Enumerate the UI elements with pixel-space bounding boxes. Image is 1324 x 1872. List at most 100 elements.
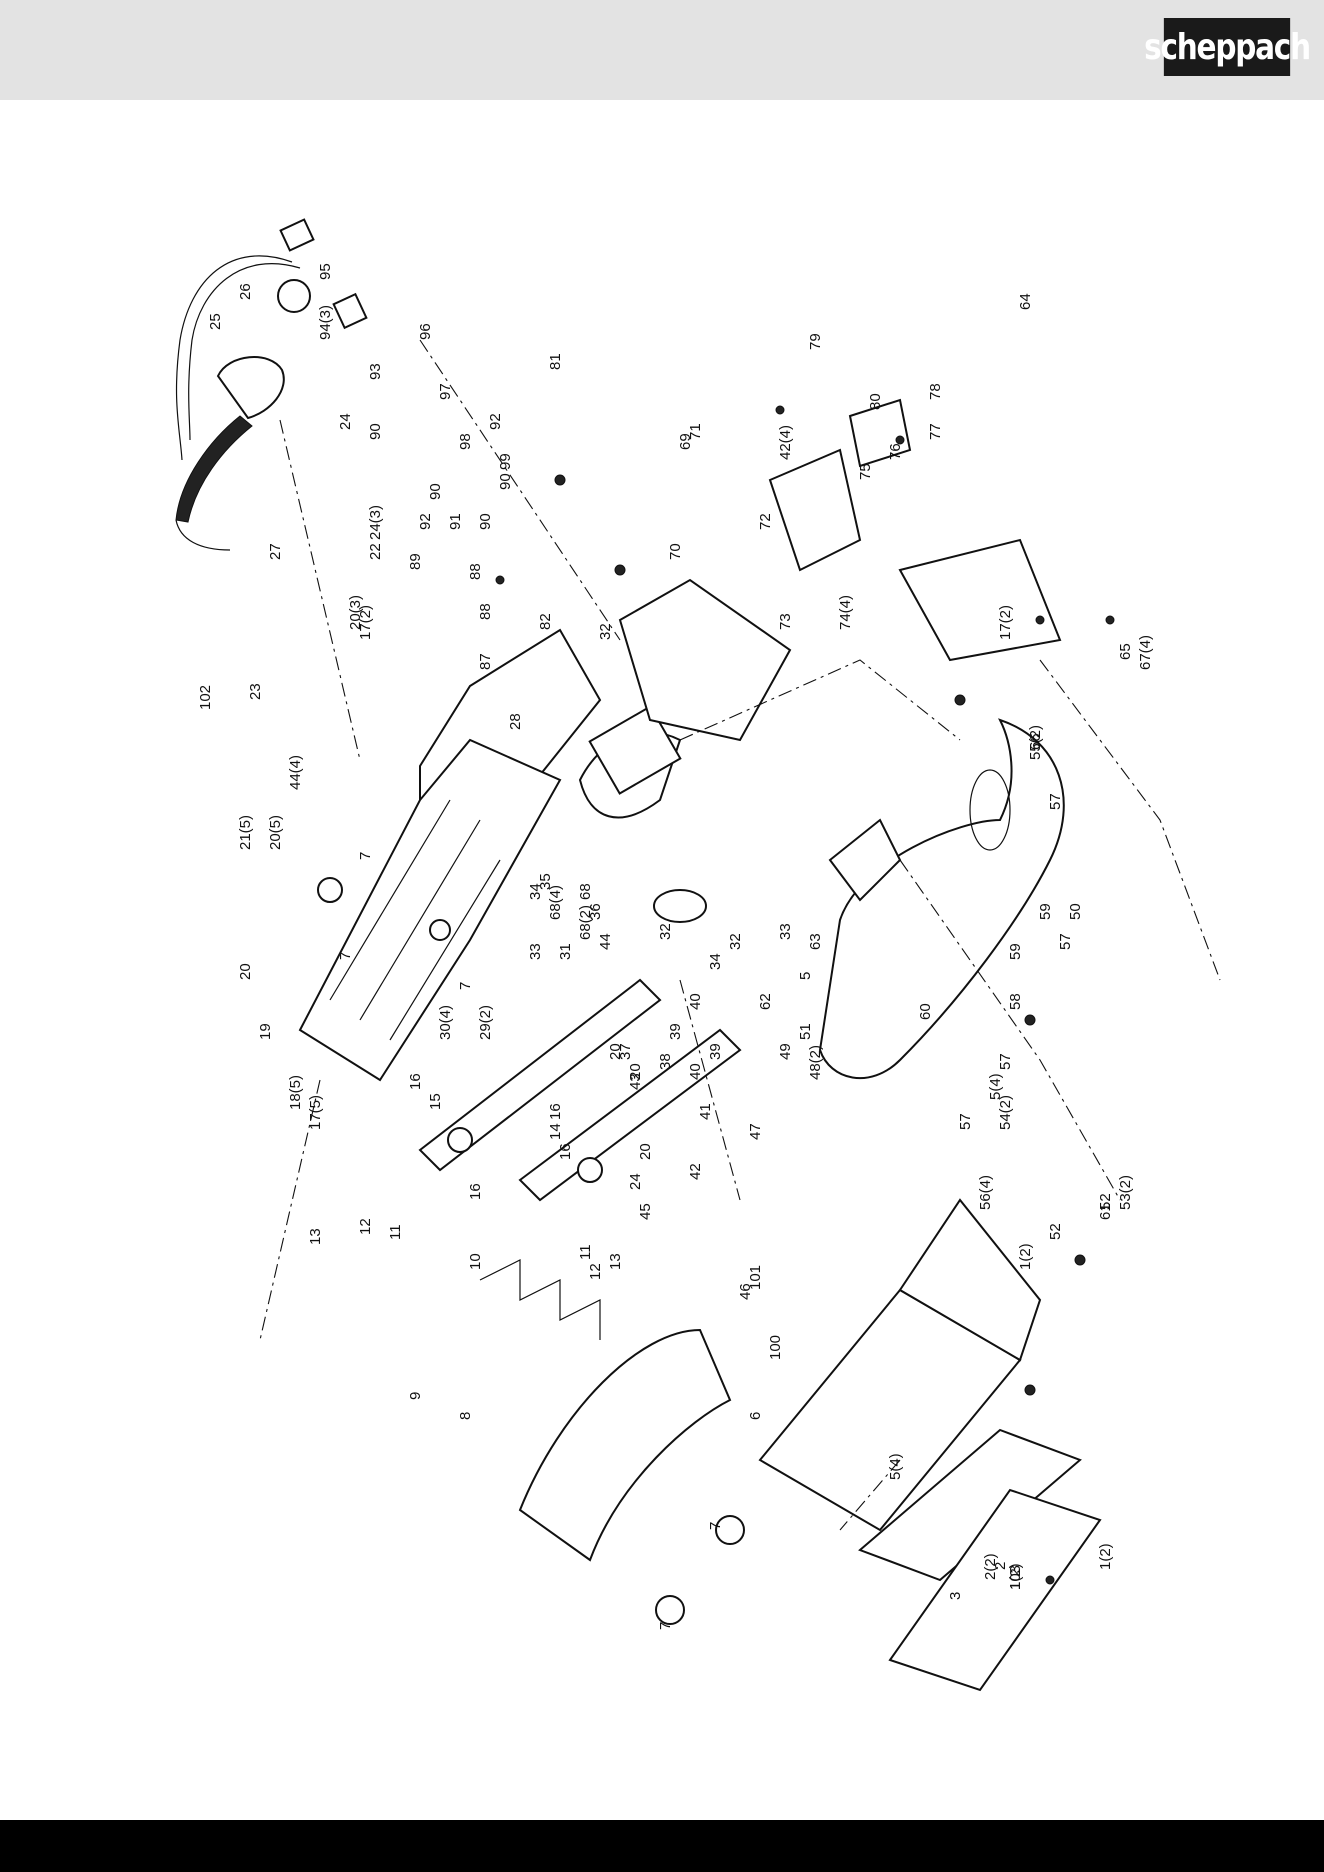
part-callout: 88 xyxy=(467,563,484,580)
part-callout: 52 xyxy=(1047,1223,1064,1240)
part-callout: 9 xyxy=(407,1392,424,1400)
header-bar: scheppach xyxy=(0,0,1324,100)
corrugated-hose xyxy=(175,415,253,523)
vacuum-hose xyxy=(175,255,293,461)
part-callout: 91 xyxy=(447,513,464,530)
part-callout: 52 xyxy=(1097,1193,1114,1210)
part-callout: 74(4) xyxy=(837,595,854,630)
part-callout: 2 xyxy=(992,1562,1009,1570)
part-callout: 7 xyxy=(657,1622,674,1630)
part-callout: 13 xyxy=(307,1228,324,1245)
power-switch xyxy=(848,398,912,468)
part-callout: 7 xyxy=(337,952,354,960)
part-callout: 64 xyxy=(1017,293,1034,310)
part-callout: 72 xyxy=(757,513,774,530)
part-callout: 57 xyxy=(1057,933,1074,950)
part-callout: 90 xyxy=(477,513,494,530)
part-callout: 12 xyxy=(357,1218,374,1235)
part-callout: 5(4) xyxy=(887,1453,904,1480)
part-callout: 94(3) xyxy=(317,305,334,340)
part-callout: 25 xyxy=(207,313,224,330)
part-callout: 32 xyxy=(727,933,744,950)
part-callout: 96 xyxy=(417,323,434,340)
part-callout: 68(4) xyxy=(547,885,564,920)
base-plate xyxy=(818,718,1065,1079)
part-callout: 102 xyxy=(197,685,214,710)
part-callout: 26 xyxy=(237,283,254,300)
part-callout: 20 xyxy=(637,1143,654,1160)
part-callout: 69 xyxy=(677,433,694,450)
part-callout: 73 xyxy=(777,613,794,630)
part-callout: 19 xyxy=(257,1023,274,1040)
part-callout: 49 xyxy=(777,1043,794,1060)
part-callout: 42(4) xyxy=(777,425,794,460)
part-callout: 68(2) xyxy=(577,905,594,940)
part-callout: 24 xyxy=(627,1173,644,1190)
part-callout: 5(4) xyxy=(987,1073,1004,1100)
part-callout: 50 xyxy=(1067,903,1084,920)
part-callout: 88 xyxy=(477,603,494,620)
part-callout: 10 xyxy=(467,1253,484,1270)
part-callout: 93 xyxy=(367,363,384,380)
part-callout: 23 xyxy=(247,683,264,700)
part-callout: 79 xyxy=(807,333,824,350)
part-callout: 11 xyxy=(577,1244,594,1260)
fasteners xyxy=(495,405,1115,1585)
part-callout: 92 xyxy=(487,413,504,430)
front-frame xyxy=(518,1328,732,1562)
brand-logo: scheppach xyxy=(1144,18,1311,76)
part-callout: 90 xyxy=(427,483,444,500)
part-callout: 24(3) xyxy=(367,505,384,540)
part-callout: 66 xyxy=(1027,733,1044,750)
part-callout: 80 xyxy=(867,393,884,410)
hose-cap xyxy=(277,279,311,313)
part-callout: 5 xyxy=(797,972,814,980)
part-callout: 68 xyxy=(577,883,594,900)
hose-nozzle xyxy=(216,356,285,420)
part-callout: 16 xyxy=(407,1073,424,1090)
part-callout: 8 xyxy=(457,1412,474,1420)
part-callout: 17(2) xyxy=(357,605,374,640)
part-callout: 81 xyxy=(547,353,564,370)
part-callout: 22 xyxy=(367,543,384,560)
part-callout: 33 xyxy=(527,943,544,960)
part-callout: 1(2) xyxy=(1097,1543,1114,1570)
part-callout: 45 xyxy=(637,1203,654,1220)
part-callout: 103 xyxy=(1007,1565,1024,1590)
part-callout: 20 xyxy=(627,1063,644,1080)
parts-drawing xyxy=(175,218,1221,1692)
part-callout: 92 xyxy=(417,513,434,530)
part-callout: 18(5) xyxy=(287,1075,304,1110)
part-callout: 12 xyxy=(587,1263,604,1280)
part-callout: 1(2) xyxy=(1017,1243,1034,1270)
part-callout: 46 xyxy=(737,1283,754,1300)
part-callout: 14 xyxy=(547,1123,564,1140)
part-number-labels: 1(2)1(2)1(2)22(2)355(4)5(4)6777778910111… xyxy=(197,263,1154,1630)
assembly-line xyxy=(279,419,361,761)
part-callout: 59 xyxy=(1037,903,1054,920)
part-callout: 20 xyxy=(607,1043,624,1060)
switch-bracket xyxy=(618,578,792,742)
part-callout: 20 xyxy=(237,963,254,980)
part-callout: 1(2) xyxy=(1007,1563,1024,1590)
part-callout: 30(4) xyxy=(437,1005,454,1040)
part-callout: 57 xyxy=(1047,793,1064,810)
part-callout: 61 xyxy=(1097,1203,1114,1220)
part-callout: 89 xyxy=(407,553,424,570)
part-callout: 41 xyxy=(697,1103,714,1120)
part-callout: 17(2) xyxy=(997,605,1014,640)
part-callout: 17(5) xyxy=(307,1095,324,1130)
part-callout: 62 xyxy=(757,993,774,1010)
part-callout: 98 xyxy=(457,433,474,450)
part-callout: 44 xyxy=(597,933,614,950)
part-callout: 47 xyxy=(747,1123,764,1140)
part-callout: 54(2) xyxy=(997,1095,1014,1130)
part-callout: 75 xyxy=(857,463,874,480)
part-callout: 63 xyxy=(807,933,824,950)
part-callout: 7 xyxy=(707,1522,724,1530)
part-callout: 28 xyxy=(507,713,524,730)
part-callout: 31 xyxy=(557,943,574,960)
part-callout: 101 xyxy=(747,1265,764,1290)
part-callout: 24 xyxy=(337,413,354,430)
part-callout: 34 xyxy=(707,953,724,970)
